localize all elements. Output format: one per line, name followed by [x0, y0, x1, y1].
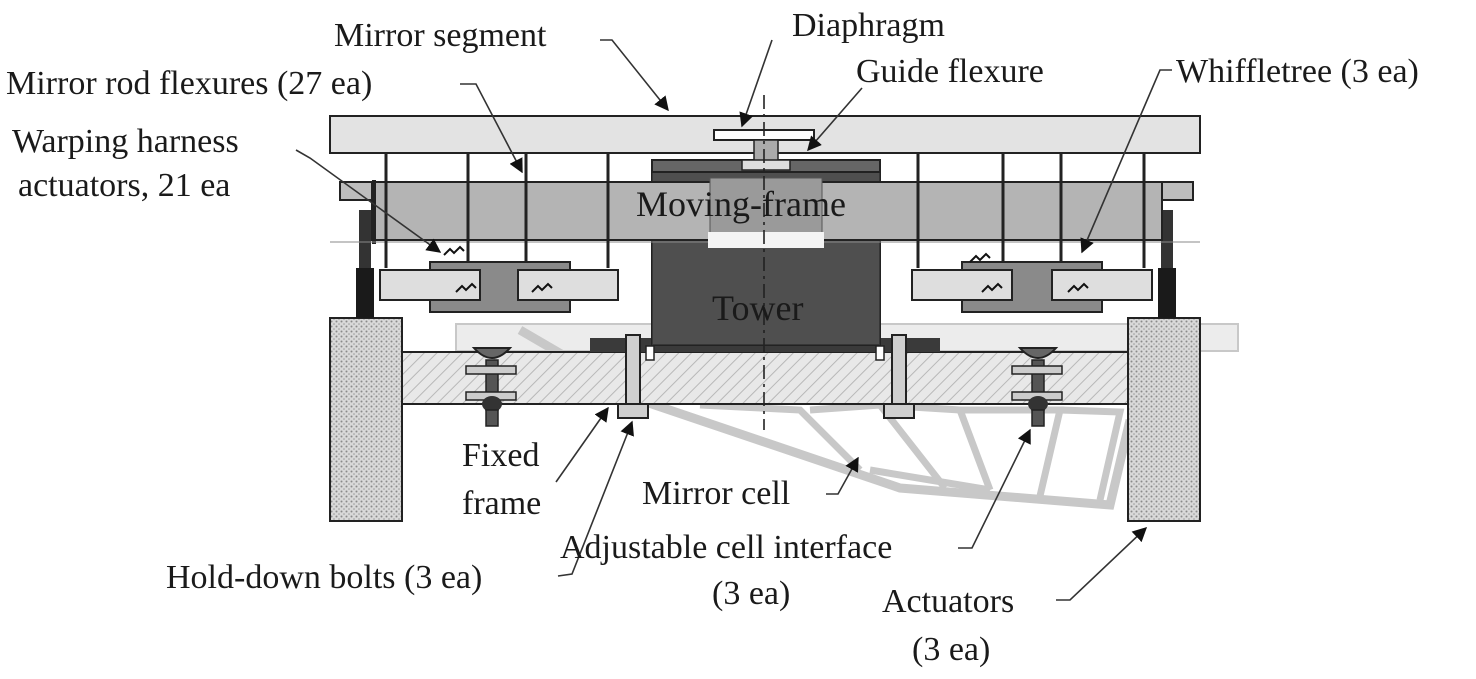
hold-down-bolts — [617, 334, 915, 419]
label-adjustable-line2: (3 ea) — [712, 575, 790, 612]
label-hold-down-bolts: Hold-down bolts (3 ea) — [166, 559, 482, 596]
label-guide-flexure: Guide flexure — [856, 53, 1044, 90]
mirror-rods — [384, 150, 1146, 268]
whiffletree-left — [379, 261, 619, 313]
label-fixed-line1: Fixed — [462, 437, 539, 474]
label-warping-line1: Warping harness — [12, 123, 239, 160]
label-mirror-segment: Mirror segment — [334, 17, 547, 54]
fixed-frame-plate — [399, 351, 1131, 405]
actuator-block-left — [329, 317, 403, 522]
label-actuators-line1: Actuators — [882, 583, 1014, 620]
label-tower: Tower — [712, 288, 803, 328]
label-adjustable-line1: Adjustable cell interface — [560, 529, 892, 566]
actuator-post-left — [356, 268, 374, 318]
leader-lines — [295, 39, 1172, 601]
label-whiffletree: Whiffletree (3 ea) — [1176, 53, 1419, 90]
label-actuators-line2: (3 ea) — [912, 631, 990, 668]
actuator-block-right — [1127, 317, 1201, 522]
label-mirror-rod-flexures: Mirror rod flexures (27 ea) — [6, 65, 372, 102]
whiffletree-right — [911, 261, 1153, 313]
label-moving-frame: Moving-frame — [636, 184, 846, 224]
label-mirror-cell: Mirror cell — [642, 475, 790, 512]
actuator-post-right — [1158, 268, 1176, 318]
label-diaphragm: Diaphragm — [792, 7, 945, 44]
warping-springs — [443, 245, 1089, 293]
cell-interface-right — [1011, 347, 1063, 427]
label-warping-line2: actuators, 21 ea — [18, 167, 230, 204]
cell-interface-left — [465, 347, 517, 427]
label-fixed-line2: frame — [462, 485, 541, 522]
